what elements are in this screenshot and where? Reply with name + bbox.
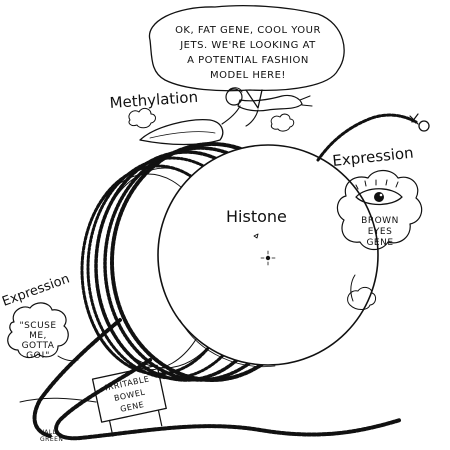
signature-line-2: GREEN bbox=[40, 436, 63, 443]
irritable-line-3: GENE bbox=[119, 400, 145, 414]
speech-line-3: A POTENTIAL FASHION bbox=[187, 55, 309, 66]
scuse-line-3: GOTTA bbox=[22, 341, 55, 351]
speech-line-4: MODEL HERE! bbox=[210, 70, 286, 81]
puff-clouds bbox=[128, 107, 295, 132]
eye-icon bbox=[355, 179, 403, 206]
histone-label: Histone bbox=[226, 207, 287, 226]
scuse-line-2: ME, bbox=[29, 331, 47, 341]
signature-line-1: VALL bbox=[40, 429, 57, 436]
speech-line-2: JETS. WE'RE LOOKING AT bbox=[179, 40, 316, 51]
scuse-cloud bbox=[7, 302, 79, 362]
dna-strand-right bbox=[316, 113, 430, 162]
methylation-cap bbox=[139, 119, 224, 146]
scuse-line-1: "SCUSE bbox=[19, 321, 56, 331]
flying-person-figure bbox=[221, 87, 313, 127]
scuse-line-4: GO!" bbox=[26, 351, 50, 361]
artist-signature: VALL GREEN bbox=[40, 429, 63, 443]
expression-right-label: Expression bbox=[332, 144, 415, 170]
histone-sphere bbox=[157, 144, 379, 368]
methylation-label: Methylation bbox=[109, 88, 199, 112]
brown-eyes-cloud bbox=[336, 169, 423, 310]
brown-eyes-line-3: GENE bbox=[366, 238, 393, 248]
brown-eyes-line-2: EYES bbox=[368, 227, 393, 237]
speech-line-1: OK, FAT GENE, COOL YOUR bbox=[175, 25, 321, 36]
brown-eyes-line-1: BROWN bbox=[361, 216, 399, 226]
speech-bubble: OK, FAT GENE, COOL YOUR JETS. WE'RE LOOK… bbox=[148, 5, 345, 109]
